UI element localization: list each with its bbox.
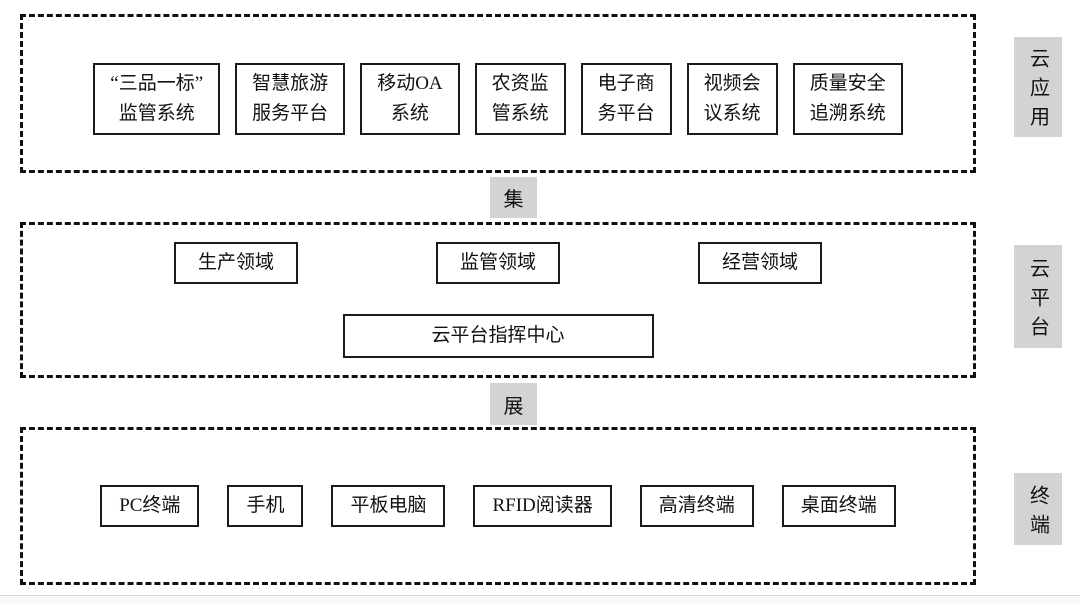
platform-center-row: 云平台指挥中心	[23, 314, 973, 358]
connector-label-ji: 集	[490, 177, 537, 218]
domain-box-operation: 经营领域	[698, 242, 823, 284]
cloud-application-layer: “三品一标” 监管系统 智慧旅游 服务平台 移动OA 系统 农资监 管系统 电子…	[20, 14, 976, 173]
terminal-box-rfid-reader: RFID阅读器	[473, 485, 612, 527]
connector-label-zhan: 展	[490, 383, 537, 425]
command-center-box: 云平台指挥中心	[342, 314, 654, 358]
app-box-mobile-oa: 移动OA 系统	[360, 62, 460, 135]
terminal-box-phone: 手机	[227, 485, 304, 527]
side-label-terminal: 终端	[1014, 473, 1062, 545]
domain-box-production: 生产领域	[173, 242, 298, 284]
page-bottom-edge	[0, 595, 1080, 604]
domain-box-supervision: 监管领域	[435, 242, 560, 284]
app-box-smart-tourism: 智慧旅游 服务平台	[235, 62, 346, 135]
terminal-layer: PC终端 手机 平板电脑 RFID阅读器 高清终端 桌面终端	[20, 427, 976, 585]
side-label-cloud-application: 云应用	[1014, 37, 1062, 137]
app-box-video-conference: 视频会 议系统	[686, 62, 778, 135]
platform-domain-row: 生产领域 监管领域 经营领域	[23, 242, 973, 284]
terminal-box-desktop-terminal: 桌面终端	[781, 485, 896, 527]
app-box-ecommerce: 电子商 务平台	[580, 62, 672, 135]
app-box-quality-trace: 质量安全 追溯系统	[792, 62, 903, 135]
terminal-box-pc: PC终端	[100, 485, 200, 527]
terminal-box-tablet: 平板电脑	[331, 485, 446, 527]
app-box-agri-supervision: 农资监 管系统	[474, 62, 566, 135]
terminal-box-hd-terminal: 高清终端	[639, 485, 754, 527]
side-label-cloud-platform: 云平台	[1014, 245, 1062, 348]
app-box-sanpinyibiao: “三品一标” 监管系统	[93, 62, 221, 135]
cloud-platform-layer: 生产领域 监管领域 经营领域 云平台指挥中心	[20, 222, 976, 378]
